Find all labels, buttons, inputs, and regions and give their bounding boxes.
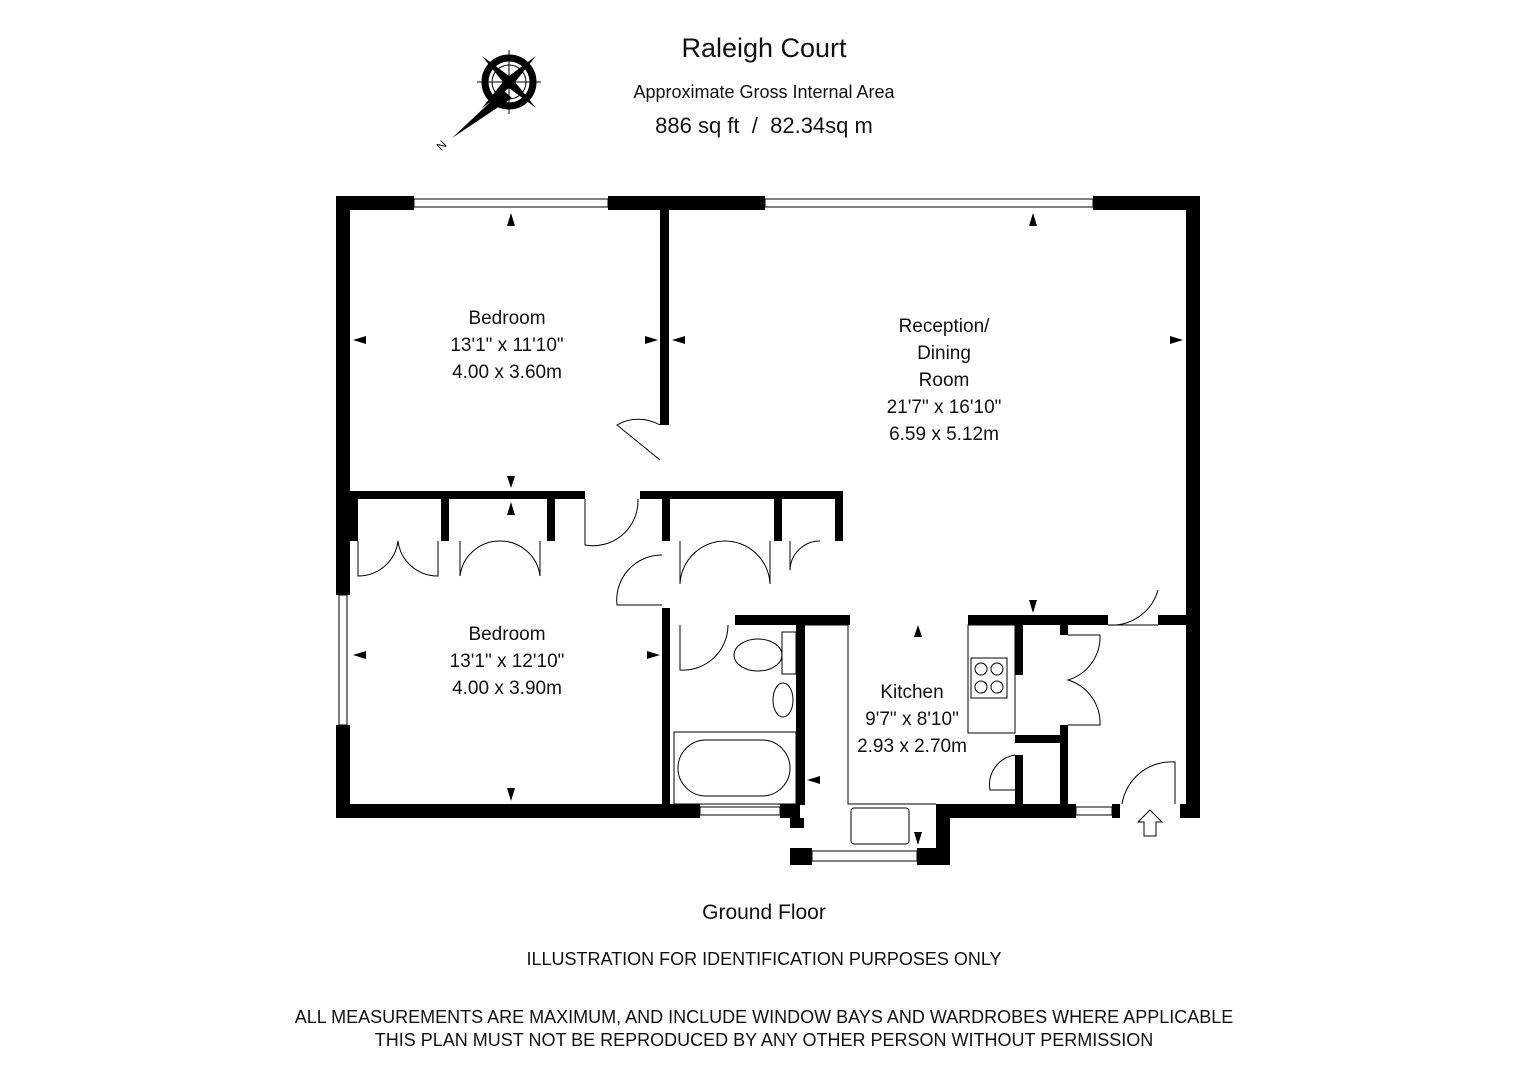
room-bedroom-2: Bedroom 13'1" x 12'10" 4.00 x 3.90m <box>450 624 565 699</box>
svg-text:4.00 x 3.60m: 4.00 x 3.60m <box>452 362 562 383</box>
dimension-markers <box>353 213 1183 845</box>
disclaimer-line-3: THIS PLAN MUST NOT BE REPRODUCED BY ANY … <box>374 1030 1154 1050</box>
svg-text:21'7" x 16'10": 21'7" x 16'10" <box>887 397 1002 418</box>
svg-text:2.93 x 2.70m: 2.93 x 2.70m <box>857 736 967 757</box>
svg-text:6.59 x 5.12m: 6.59 x 5.12m <box>889 424 999 445</box>
room-kitchen: Kitchen 9'7" x 8'10" 2.93 x 2.70m <box>857 682 967 757</box>
floor-label: Ground Floor <box>702 901 826 924</box>
svg-text:Dining: Dining <box>917 343 971 364</box>
svg-text:Bedroom: Bedroom <box>468 624 545 645</box>
svg-text:Reception/: Reception/ <box>899 316 991 337</box>
compass-north-label: N <box>434 138 450 154</box>
walls <box>336 196 1200 865</box>
compass-rose-icon: N <box>434 50 541 154</box>
disclaimer-line-2: ALL MEASUREMENTS ARE MAXIMUM, AND INCLUD… <box>294 1007 1234 1027</box>
plan-area: 886 sq ft / 82.34sq m <box>655 113 873 138</box>
room-bedroom-1: Bedroom 13'1" x 11'10" 4.00 x 3.60m <box>450 308 563 383</box>
svg-text:Kitchen: Kitchen <box>880 682 943 703</box>
svg-text:13'1" x 12'10": 13'1" x 12'10" <box>450 651 565 672</box>
windows-doors-fixtures <box>338 198 1176 862</box>
plan-title: Raleigh Court <box>681 33 847 63</box>
plan-subtitle: Approximate Gross Internal Area <box>633 82 895 102</box>
svg-text:Bedroom: Bedroom <box>468 308 545 329</box>
room-reception-dining: Reception/ Dining Room 21'7" x 16'10" 6.… <box>887 316 1002 445</box>
disclaimer-line-1: ILLUSTRATION FOR IDENTIFICATION PURPOSES… <box>526 949 1002 969</box>
svg-text:Room: Room <box>919 370 970 391</box>
svg-text:13'1" x 11'10": 13'1" x 11'10" <box>450 335 563 356</box>
svg-text:9'7" x 8'10": 9'7" x 8'10" <box>865 709 959 730</box>
svg-text:4.00 x 3.90m: 4.00 x 3.90m <box>452 678 562 699</box>
